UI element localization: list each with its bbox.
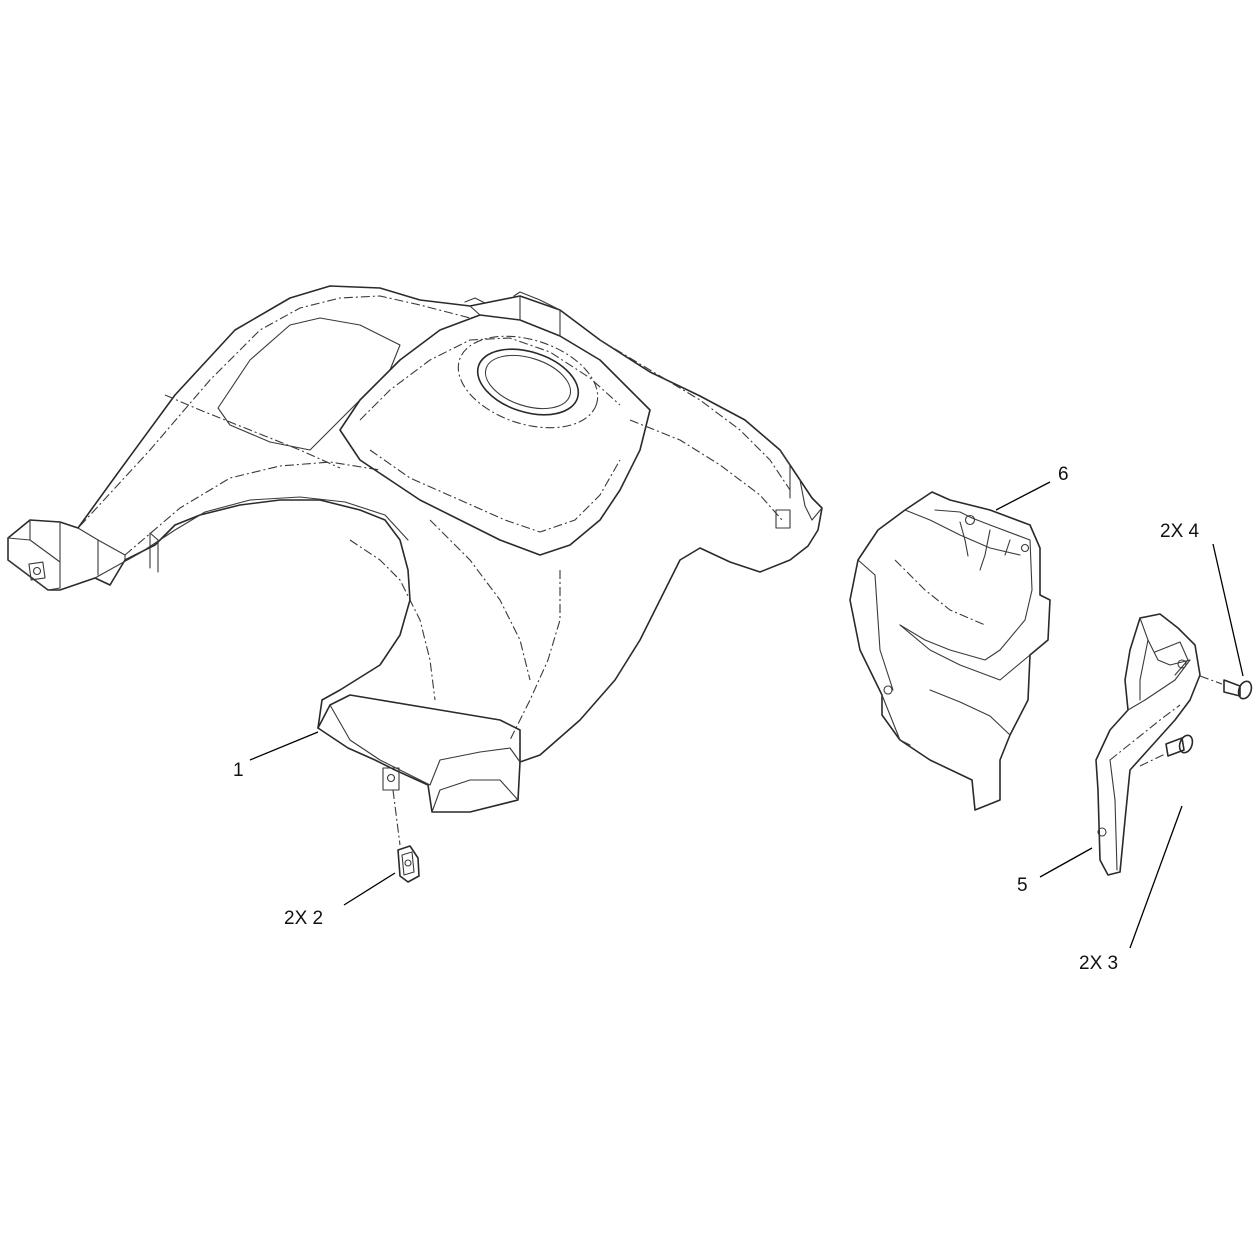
callout-6: 6 xyxy=(1058,464,1069,485)
callout-2: 2X 2 xyxy=(284,908,323,929)
part-6-side-bracket xyxy=(849,491,1051,811)
leader-lines xyxy=(249,481,1244,949)
part-1-shroud xyxy=(7,285,823,846)
part-2-clip-nut xyxy=(397,845,420,883)
callout-3: 2X 3 xyxy=(1079,953,1118,974)
leader-6 xyxy=(995,481,1051,511)
leader-2 xyxy=(343,872,396,906)
callout-labels: 1 2X 2 2X 3 2X 4 5 6 xyxy=(233,464,1200,974)
callout-1: 1 xyxy=(233,760,244,781)
part-3-screw xyxy=(1139,734,1194,767)
leader-3 xyxy=(1129,805,1183,949)
leader-4 xyxy=(1212,543,1244,677)
leader-5 xyxy=(1039,847,1093,878)
callout-5: 5 xyxy=(1017,875,1028,896)
part-5-rear-bracket xyxy=(1095,613,1201,876)
leader-1 xyxy=(249,731,319,761)
callout-4: 2X 4 xyxy=(1160,521,1200,542)
part-4-screw xyxy=(1199,675,1253,700)
